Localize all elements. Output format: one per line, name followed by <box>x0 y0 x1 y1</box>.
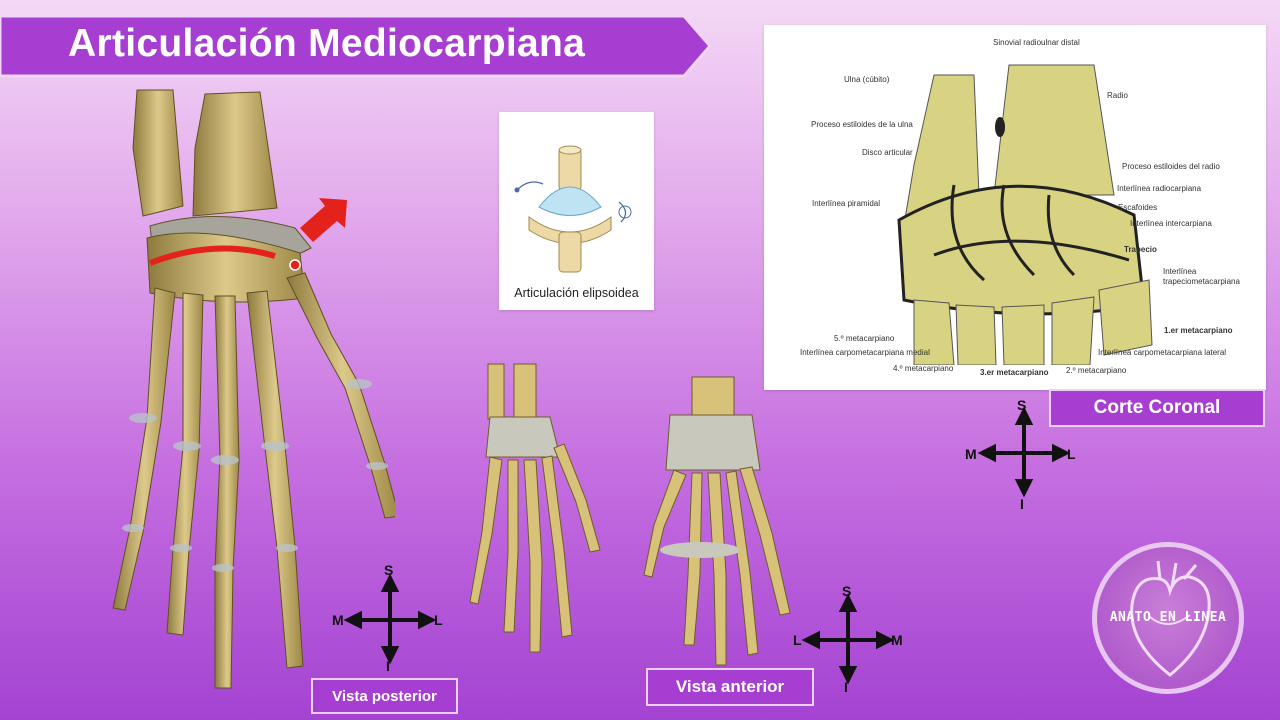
compass-superior: S <box>384 562 394 578</box>
red-arrow-icon <box>300 198 347 242</box>
compass-right: M <box>891 632 903 648</box>
compass-posterior: S I M L <box>330 562 450 682</box>
compass-left: M <box>965 446 977 462</box>
posterior-view-illustration <box>469 363 601 653</box>
label-intercarpiana: Interlínea intercarpiana <box>1130 219 1212 228</box>
heart-icon <box>1130 560 1211 677</box>
label-escafoides: Escafoides <box>1118 203 1158 212</box>
logo-text: ANATO EN LINEA <box>1109 610 1227 625</box>
label-metacarpiano-1: 1.er metacarpiano <box>1164 326 1233 335</box>
compass-left: L <box>793 632 802 648</box>
label-ulna: Ulna (cúbito) <box>844 75 890 84</box>
compass-arrows-icon <box>801 593 895 685</box>
coronal-section-illustration <box>897 64 1153 365</box>
label-piramidal: Interlínea piramidal <box>812 199 881 208</box>
label-metacarpiano-2: 2.º metacarpiano <box>1066 366 1127 375</box>
label-metacarpiano-4: 4.º metacarpiano <box>893 364 954 373</box>
compass-superior: S <box>1017 397 1027 413</box>
compass-coronal: S I M L <box>964 395 1084 515</box>
label-sinovial: Sinovial radioulnar distal <box>993 38 1080 47</box>
compass-inferior: I <box>386 658 390 674</box>
label-metacarpiano-3: 3.er metacarpiano <box>980 368 1049 377</box>
label-proceso-radio: Proceso estiloides del radio <box>1122 162 1220 171</box>
label-metacarpiano-5: 5.º metacarpiano <box>834 334 895 343</box>
label-proceso-ulna: Proceso estiloides de la ulna <box>811 120 913 129</box>
posterior-view-label: Vista posterior <box>311 678 458 714</box>
label-radio: Radio <box>1107 91 1128 100</box>
compass-inferior: I <box>844 679 848 695</box>
ellipsoid-joint-illustration <box>514 145 632 273</box>
compass-arrows-icon <box>343 573 437 665</box>
page-title: Articulación Mediocarpiana <box>68 22 586 65</box>
ellipsoid-joint-panel: Articulación elipsoidea <box>499 112 654 310</box>
label-radiocarpiana: Interlínea radiocarpiana <box>1117 184 1202 193</box>
compass-right: L <box>434 612 443 628</box>
banner-shape <box>0 14 712 78</box>
coronal-section-label: Corte Coronal <box>1049 389 1265 427</box>
posterior-hand-illustration <box>112 89 395 689</box>
label-disco: Disco articular <box>862 148 913 157</box>
anterior-view-illustration <box>643 376 791 666</box>
label-cmc-lateral: Interlínea carpometacarpiana lateral <box>1098 348 1227 357</box>
label-cmc-medial: Interlínea carpometacarpiana medial <box>800 348 930 357</box>
compass-anterior: S I L M <box>788 582 908 702</box>
label-trapeciometacarpiana-2: trapeciometacarpiana <box>1163 277 1240 286</box>
compass-superior: S <box>842 583 852 599</box>
anato-en-linea-logo: ANATO EN LINEA <box>1092 542 1244 694</box>
compass-inferior: I <box>1020 496 1024 512</box>
coronal-section-panel: Sinovial radioulnar distal Ulna (cúbito)… <box>764 25 1266 390</box>
compass-arrows-icon <box>977 406 1071 498</box>
anterior-view-label: Vista anterior <box>646 668 814 706</box>
ellipsoid-caption: Articulación elipsoidea <box>514 286 639 300</box>
label-trapeciometacarpiana-1: Interlínea <box>1163 267 1197 276</box>
mediocarpal-line-highlight <box>148 245 276 266</box>
compass-right: L <box>1067 446 1076 462</box>
title-banner: Articulación Mediocarpiana <box>0 14 712 78</box>
label-trapecio: Trapecio <box>1124 245 1157 254</box>
compass-left: M <box>332 612 344 628</box>
